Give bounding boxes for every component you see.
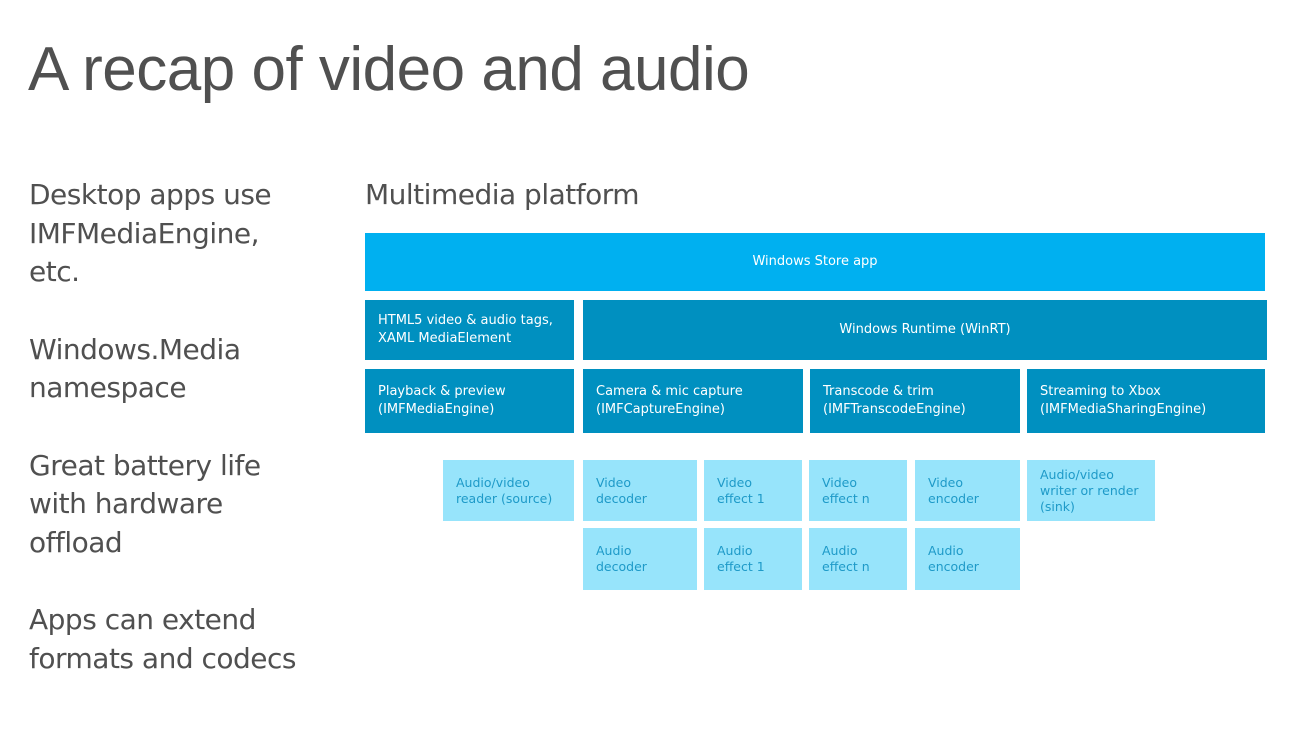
component-label-line: Audio/video bbox=[1040, 466, 1114, 482]
bullet-extend-formats: Apps can extend formats and codecs bbox=[29, 601, 349, 678]
engine-label-line: (IMFMediaEngine) bbox=[378, 402, 495, 417]
bullet-line: etc. bbox=[29, 255, 80, 288]
bullet-line: IMFMediaEngine, bbox=[29, 216, 259, 250]
source-component-box: Audio/video reader (source) bbox=[443, 460, 574, 521]
component-label-line: Video bbox=[717, 474, 753, 490]
component-label-line: Audio bbox=[928, 543, 964, 558]
component-label-line: Video bbox=[822, 474, 858, 490]
audio-effect-1-box: Audio effect 1 bbox=[704, 528, 802, 590]
component-label-line: writer or render bbox=[1040, 482, 1139, 498]
slide-title: A recap of video and audio bbox=[28, 35, 750, 104]
windows-store-app-label: Windows Store app bbox=[752, 254, 878, 269]
component-label-line: Audio bbox=[717, 543, 753, 558]
diagram-title: Multimedia platform bbox=[365, 178, 640, 211]
bullet-line: Desktop apps use bbox=[29, 178, 272, 211]
component-label-line: effect n bbox=[822, 559, 870, 574]
engine-label-line: Streaming to Xbox bbox=[1040, 384, 1161, 399]
video-effect-n-box: Video effect n bbox=[809, 460, 907, 521]
sink-component-box: Audio/video writer or render (sink) bbox=[1027, 460, 1155, 521]
windows-store-app-box: Windows Store app bbox=[365, 233, 1265, 291]
video-decoder-box: Video decoder bbox=[583, 460, 697, 521]
component-label-line: Audio/video bbox=[456, 474, 530, 490]
bullet-line: with hardware bbox=[29, 487, 223, 520]
engine-label-line: Transcode & trim bbox=[823, 384, 934, 399]
bullet-line: Great battery life bbox=[29, 448, 261, 482]
engine-label-line: Playback & preview bbox=[378, 384, 506, 399]
component-label-line: effect 1 bbox=[717, 490, 765, 506]
component-label-line: decoder bbox=[596, 490, 647, 506]
winrt-box: Windows Runtime (WinRT) bbox=[583, 300, 1267, 360]
component-label-line: encoder bbox=[928, 490, 979, 506]
capture-engine-box: Camera & mic capture (IMFCaptureEngine) bbox=[583, 369, 803, 433]
component-label-line: Audio bbox=[596, 543, 632, 558]
bullet-windows-media: Windows.Media namespace bbox=[29, 331, 349, 408]
bullet-line: namespace bbox=[29, 371, 187, 404]
component-label-line: reader (source) bbox=[456, 490, 553, 506]
audio-effect-n-box: Audio effect n bbox=[809, 528, 907, 590]
transcode-engine-box: Transcode & trim (IMFTranscodeEngine) bbox=[810, 369, 1020, 433]
bullet-list: Desktop apps use IMFMediaEngine, etc. Wi… bbox=[29, 176, 349, 717]
bullet-line: offload bbox=[29, 525, 123, 559]
engine-label-line: (IMFMediaSharingEngine) bbox=[1040, 402, 1207, 417]
html5-label-line: XAML MediaElement bbox=[378, 331, 512, 346]
bullet-line: formats and codecs bbox=[29, 641, 297, 675]
bullet-line: Apps can extend bbox=[29, 603, 256, 636]
html5-xaml-box: HTML5 video & audio tags, XAML MediaElem… bbox=[365, 300, 574, 360]
video-effect-1-box: Video effect 1 bbox=[704, 460, 802, 521]
audio-encoder-box: Audio encoder bbox=[915, 528, 1020, 590]
engine-label-line: (IMFCaptureEngine) bbox=[596, 402, 725, 417]
engine-label-line: (IMFTranscodeEngine) bbox=[823, 402, 966, 417]
engine-label-line: Camera & mic capture bbox=[596, 384, 743, 399]
component-label-line: effect 1 bbox=[717, 559, 765, 574]
component-label-line: Video bbox=[596, 474, 632, 490]
video-encoder-box: Video encoder bbox=[915, 460, 1020, 521]
playback-engine-box: Playback & preview (IMFMediaEngine) bbox=[365, 369, 574, 433]
component-label-line: effect n bbox=[822, 490, 870, 506]
bullet-battery-life: Great battery life with hardware offload bbox=[29, 447, 349, 563]
bullet-line: Windows.Media bbox=[29, 332, 241, 366]
html5-label-line: HTML5 video & audio tags, bbox=[378, 313, 553, 328]
bullet-desktop-apps: Desktop apps use IMFMediaEngine, etc. bbox=[29, 176, 349, 292]
audio-decoder-box: Audio decoder bbox=[583, 528, 697, 590]
media-sharing-engine-box: Streaming to Xbox (IMFMediaSharingEngine… bbox=[1027, 369, 1265, 433]
winrt-label: Windows Runtime (WinRT) bbox=[839, 322, 1011, 337]
component-label-line: Video bbox=[928, 474, 964, 490]
component-label-line: decoder bbox=[596, 559, 647, 574]
component-label-line: encoder bbox=[928, 559, 979, 574]
component-label-line: (sink) bbox=[1040, 498, 1075, 514]
component-label-line: Audio bbox=[822, 543, 858, 558]
